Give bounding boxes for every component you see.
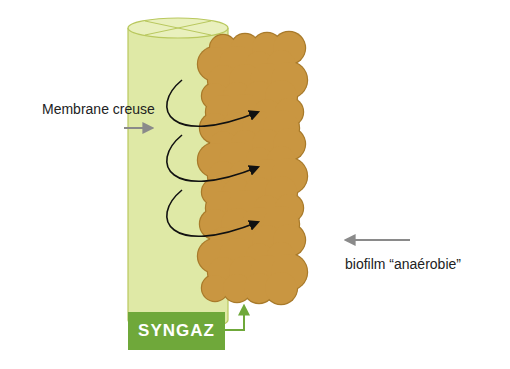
flow-arrow bbox=[167, 80, 258, 126]
leader-arrow bbox=[346, 239, 410, 241]
leader-arrow bbox=[124, 127, 152, 129]
flow-arrow bbox=[167, 135, 258, 181]
box-label: SYNGAZ bbox=[138, 321, 215, 341]
cylinder-top-mark bbox=[145, 21, 211, 35]
biofilm-blob bbox=[265, 272, 297, 304]
input-box: SYNGAZ bbox=[128, 312, 225, 350]
part-label: Membrane creuse bbox=[42, 101, 155, 117]
cylinder-top bbox=[128, 18, 228, 38]
flow-arrow bbox=[167, 190, 258, 236]
part-label: biofilm “anaérobie” bbox=[345, 256, 461, 272]
cylinder-top-mark bbox=[145, 21, 211, 35]
biofilm-blob bbox=[197, 31, 308, 305]
